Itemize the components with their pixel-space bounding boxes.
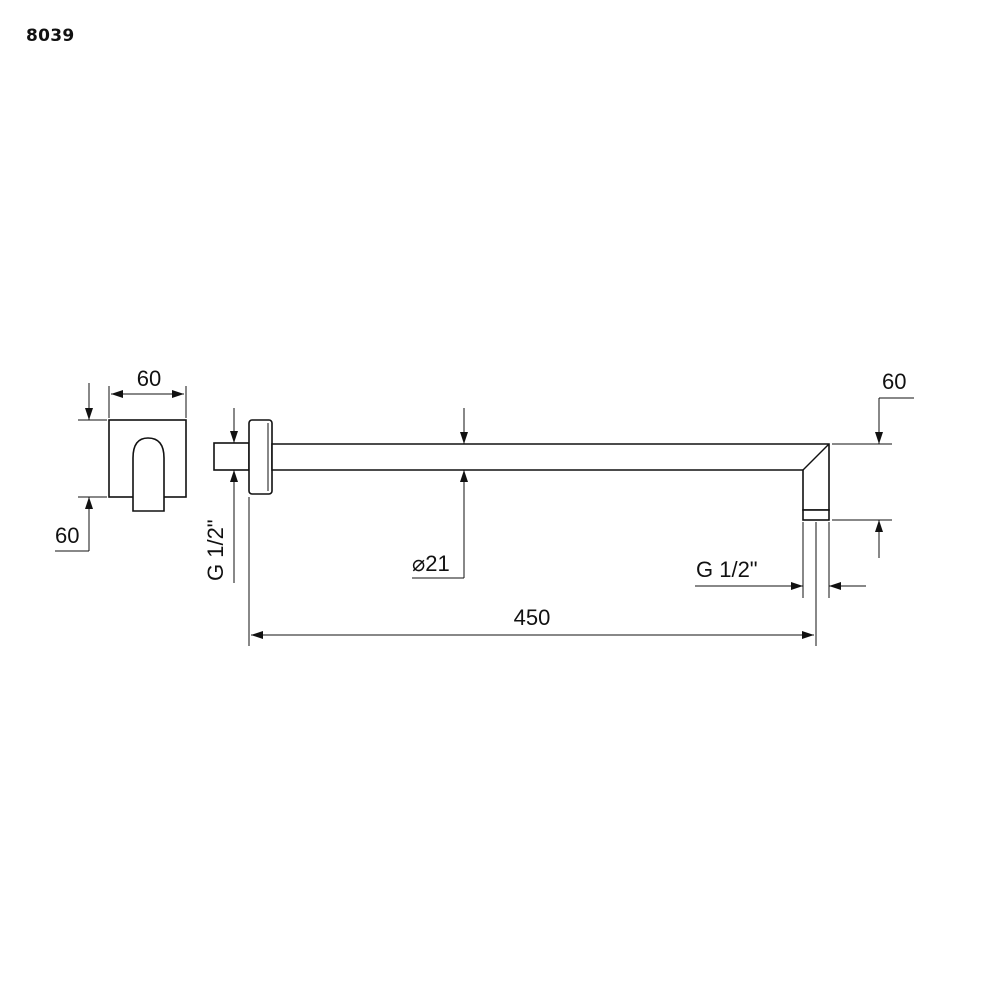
outlet-thread-label: G 1/2" bbox=[696, 557, 758, 582]
wall-flange bbox=[248, 419, 273, 495]
arm-length-label: 450 bbox=[514, 605, 551, 630]
drop-height-label: 60 bbox=[882, 369, 906, 394]
arm-diameter-label: ⌀21 bbox=[412, 551, 450, 576]
plate-width-dimension: 60 bbox=[108, 366, 187, 418]
front-view-wall-plate bbox=[108, 419, 187, 512]
inlet-nipple bbox=[213, 442, 250, 471]
arm-length-dimension: 450 bbox=[248, 497, 817, 646]
side-view-shower-arm bbox=[213, 419, 830, 521]
inlet-thread-label: G 1/2" bbox=[203, 519, 228, 581]
arm-diameter-dimension: ⌀21 bbox=[412, 408, 468, 579]
plate-width-label: 60 bbox=[137, 366, 161, 391]
plate-height-label: 60 bbox=[55, 523, 79, 548]
spout-profile bbox=[132, 437, 165, 512]
outlet-nipple bbox=[802, 509, 830, 521]
outlet-thread-dimension: G 1/2" bbox=[695, 522, 866, 598]
arm-tube bbox=[271, 443, 830, 511]
drop-height-dimension: 60 bbox=[832, 369, 914, 558]
inlet-thread-dimension: G 1/2" bbox=[203, 408, 238, 583]
plate-height-dimension: 60 bbox=[55, 383, 107, 552]
model-code: 8039 bbox=[26, 26, 75, 46]
